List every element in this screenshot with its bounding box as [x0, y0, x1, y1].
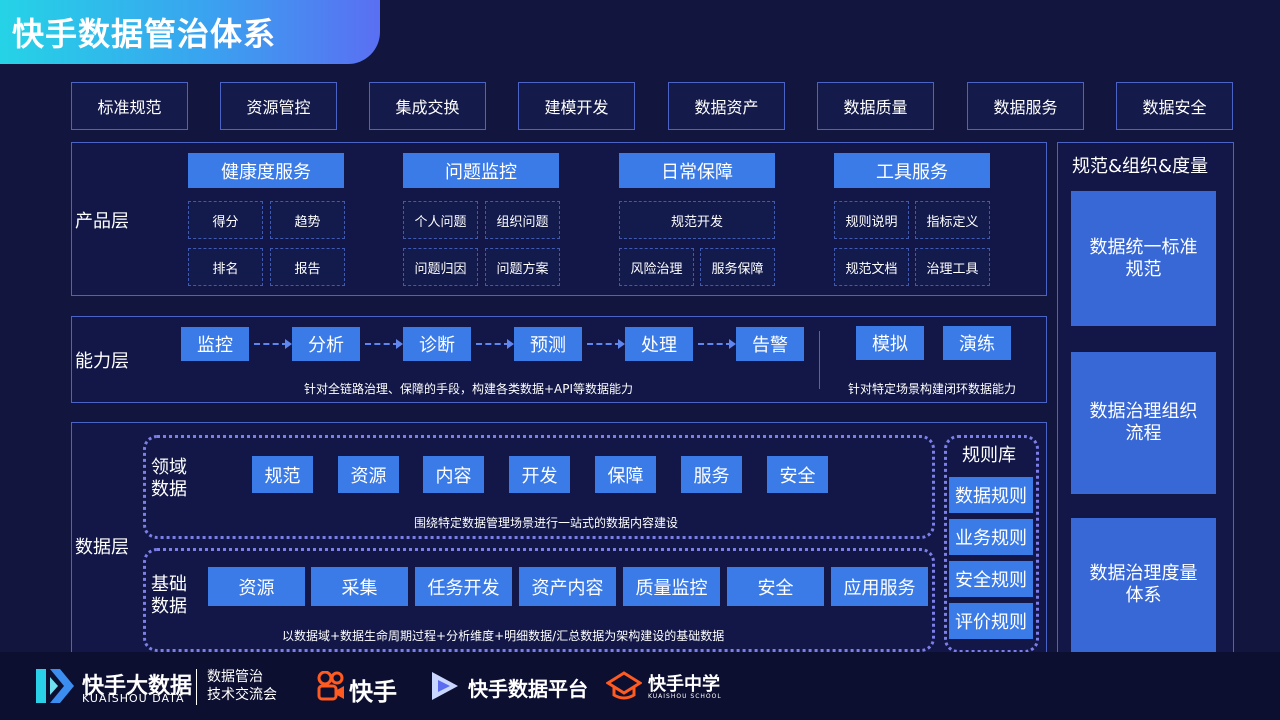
- tab-assets[interactable]: 数据资产: [668, 82, 785, 130]
- footer-divider: [196, 669, 197, 705]
- cell-org-issue[interactable]: 组织问题: [485, 201, 560, 239]
- kuaishou-school-logo-icon: [605, 671, 643, 701]
- cell-metric-def[interactable]: 指标定义: [915, 201, 990, 239]
- base-label-line2: 数据: [151, 596, 187, 617]
- extra-note: 针对特定场景构建闭环数据能力: [848, 382, 1017, 396]
- side-panel-title: 规范&组织&度量: [1072, 156, 1209, 177]
- domain-security[interactable]: 安全: [767, 456, 828, 493]
- cell-score[interactable]: 得分: [188, 201, 263, 239]
- rules-title: 规则库: [962, 445, 1016, 466]
- group-health-title[interactable]: 健康度服务: [188, 153, 344, 188]
- base-data-label: 基础 数据: [151, 574, 187, 618]
- domain-dev[interactable]: 开发: [509, 456, 570, 493]
- base-app-service[interactable]: 应用服务: [831, 567, 928, 606]
- cell-gov-tools[interactable]: 治理工具: [915, 248, 990, 286]
- data-platform-logo-icon: [430, 670, 460, 702]
- data-platform-logo-text: 快手数据平台: [468, 677, 588, 701]
- base-security[interactable]: 安全: [727, 567, 824, 606]
- side-card-metric[interactable]: 数据治理度量体系: [1071, 518, 1216, 652]
- footer-sub-line2: 技术交流会: [207, 687, 277, 703]
- side-card-org[interactable]: 数据治理组织流程: [1071, 352, 1216, 494]
- group-tools-title[interactable]: 工具服务: [834, 153, 990, 188]
- base-asset-content[interactable]: 资产内容: [519, 567, 616, 606]
- title-tab: 快手数据管治体系: [0, 0, 380, 64]
- rule-data[interactable]: 数据规则: [949, 477, 1033, 513]
- footer: [0, 652, 1280, 720]
- tab-modeling[interactable]: 建模开发: [518, 82, 635, 130]
- flow-alert[interactable]: 告警: [736, 327, 804, 361]
- capability-divider: [819, 331, 820, 389]
- product-layer-label: 产品层: [75, 211, 129, 232]
- cell-spec-doc[interactable]: 规范文档: [834, 248, 909, 286]
- rules-region: [944, 435, 1039, 653]
- cell-report[interactable]: 报告: [270, 248, 345, 286]
- cell-service-guarantee[interactable]: 服务保障: [700, 248, 775, 286]
- tab-standard[interactable]: 标准规范: [71, 82, 188, 130]
- data-layer-label: 数据层: [75, 537, 129, 558]
- base-task-dev[interactable]: 任务开发: [415, 567, 512, 606]
- flow-analyze[interactable]: 分析: [292, 327, 360, 361]
- flow-arrow-icon: [587, 339, 625, 349]
- flow-predict[interactable]: 预测: [514, 327, 582, 361]
- domain-content[interactable]: 内容: [423, 456, 484, 493]
- flow-arrow-icon: [698, 339, 736, 349]
- footer-subtitle: 数据管治 技术交流会: [207, 668, 277, 704]
- rule-business[interactable]: 业务规则: [949, 519, 1033, 555]
- flow-arrow-icon: [254, 339, 292, 349]
- domain-resource[interactable]: 资源: [338, 456, 399, 493]
- tab-integration[interactable]: 集成交换: [369, 82, 486, 130]
- domain-data-label: 领域 数据: [151, 457, 187, 501]
- tab-service[interactable]: 数据服务: [967, 82, 1084, 130]
- cell-rule-desc[interactable]: 规则说明: [834, 201, 909, 239]
- cell-personal-issue[interactable]: 个人问题: [403, 201, 478, 239]
- kuaishou-logo-icon: [317, 670, 345, 701]
- cell-trend[interactable]: 趋势: [270, 201, 345, 239]
- flow-arrow-icon: [365, 339, 403, 349]
- tab-security[interactable]: 数据安全: [1116, 82, 1233, 130]
- brand-cn: 快手大数据: [82, 674, 193, 699]
- cell-issue-plan[interactable]: 问题方案: [485, 248, 560, 286]
- school-logo-en: KUAISHOU SCHOOL: [648, 693, 722, 700]
- footer-sub-line1: 数据管治: [207, 669, 263, 685]
- base-quality-monitor[interactable]: 质量监控: [623, 567, 720, 606]
- rule-evaluation[interactable]: 评价规则: [949, 603, 1033, 639]
- cell-rank[interactable]: 排名: [188, 248, 263, 286]
- brand-en: KUAISHOU DATA: [82, 692, 185, 705]
- page-title: 快手数据管治体系: [12, 15, 277, 53]
- flow-drill[interactable]: 演练: [943, 326, 1011, 360]
- group-daily-title[interactable]: 日常保障: [619, 153, 775, 188]
- capability-layer-label: 能力层: [75, 351, 129, 372]
- flow-simulate[interactable]: 模拟: [856, 326, 924, 360]
- base-collect[interactable]: 采集: [311, 567, 408, 606]
- base-note: 以数据域+数据生命周期过程+分析维度+明细数据/汇总数据为架构建设的基础数据: [282, 629, 725, 643]
- group-issue-title[interactable]: 问题监控: [403, 153, 559, 188]
- base-resource[interactable]: 资源: [208, 567, 305, 606]
- domain-label-line1: 领域: [151, 457, 187, 478]
- domain-label-line2: 数据: [151, 479, 187, 500]
- domain-note: 围绕特定数据管理场景进行一站式的数据内容建设: [414, 516, 679, 530]
- domain-data-region: [143, 435, 935, 539]
- school-logo-text: 快手中学: [648, 674, 720, 695]
- domain-service[interactable]: 服务: [681, 456, 742, 493]
- flow-note: 针对全链路治理、保障的手段，构建各类数据+API等数据能力: [304, 382, 634, 396]
- flow-handle[interactable]: 处理: [625, 327, 693, 361]
- domain-guarantee[interactable]: 保障: [595, 456, 656, 493]
- cell-risk[interactable]: 风险治理: [619, 248, 694, 286]
- tab-quality[interactable]: 数据质量: [817, 82, 934, 130]
- flow-diagnose[interactable]: 诊断: [403, 327, 471, 361]
- tab-resource[interactable]: 资源管控: [220, 82, 337, 130]
- base-data-region: [143, 548, 935, 652]
- rule-security[interactable]: 安全规则: [949, 561, 1033, 597]
- flow-arrow-icon: [476, 339, 514, 349]
- cell-issue-cause[interactable]: 问题归因: [403, 248, 478, 286]
- side-card-standard[interactable]: 数据统一标准规范: [1071, 191, 1216, 326]
- flow-monitor[interactable]: 监控: [181, 327, 249, 361]
- base-label-line1: 基础: [151, 574, 187, 595]
- kuaishou-data-logo-icon: [36, 669, 76, 703]
- kuaishou-logo-text: 快手: [349, 678, 397, 706]
- cell-spec-dev[interactable]: 规范开发: [619, 201, 775, 239]
- domain-spec[interactable]: 规范: [252, 456, 313, 493]
